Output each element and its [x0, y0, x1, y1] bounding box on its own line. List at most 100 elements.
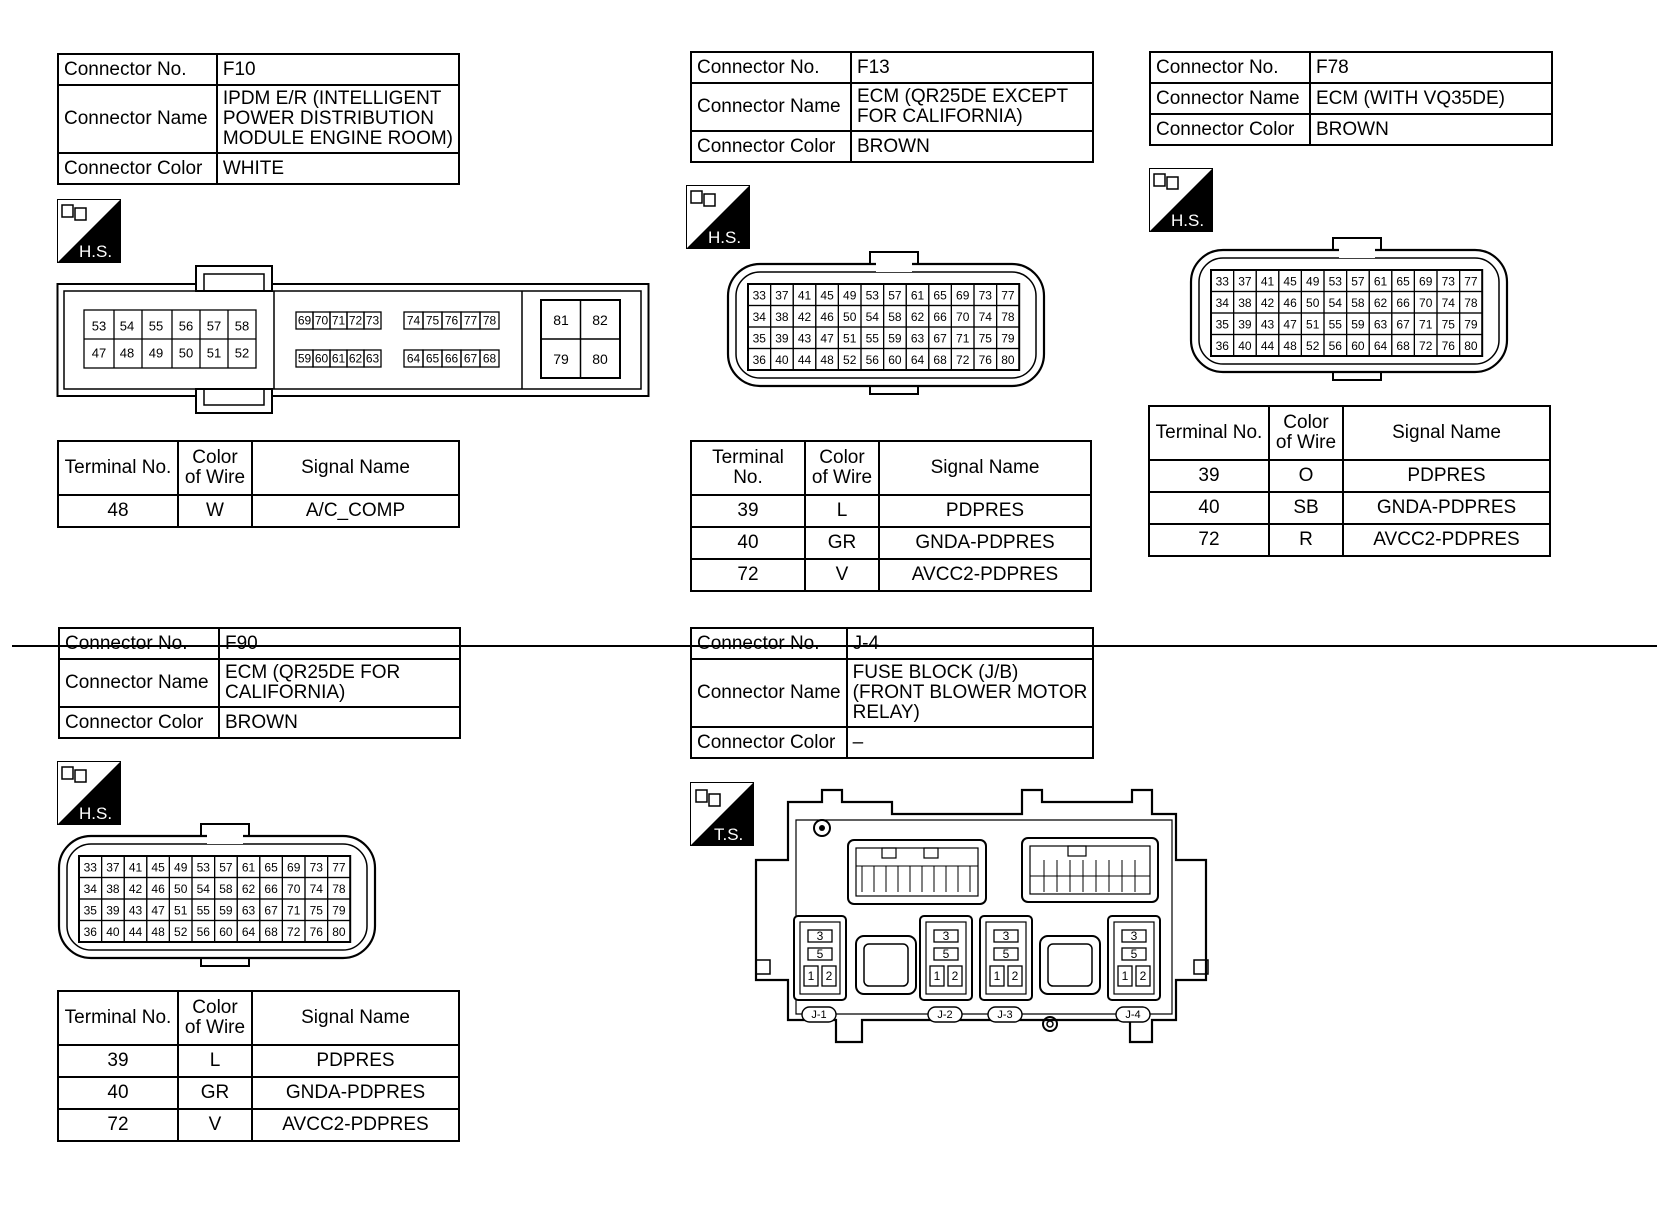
pin-number: 79 [1001, 331, 1015, 345]
pin-number: 73 [979, 288, 993, 302]
pin-number: 41 [798, 288, 812, 302]
pin-number: 42 [1261, 296, 1275, 310]
pin-number: 37 [775, 288, 789, 302]
pin-number: 50 [843, 310, 857, 324]
connector-no-label: Connector No. [1149, 51, 1311, 84]
pin-number: 69 [287, 860, 301, 874]
pin-number: 36 [1216, 339, 1230, 353]
pin-number: 74 [407, 314, 421, 328]
pin-number: 53 [866, 288, 880, 302]
pin-number: 76 [310, 925, 324, 939]
pin-number: 74 [310, 882, 324, 896]
relay-label-oval [1115, 1006, 1151, 1023]
connector-no-value: J-4 [845, 627, 1095, 660]
pin-number: 45 [1283, 274, 1297, 288]
pin-number: 47 [92, 346, 106, 361]
pin-number: 58 [888, 310, 902, 324]
relay-socket [919, 915, 973, 1001]
relay-label-oval [801, 1006, 837, 1023]
pin-number: 61 [911, 288, 925, 302]
pin-number: 3 [943, 929, 950, 943]
connector-color-value: BROWN [850, 130, 1094, 163]
pin-number: 41 [1261, 274, 1275, 288]
pin-number: 66 [933, 310, 947, 324]
pin-number: 80 [332, 925, 346, 939]
pin-number: 48 [120, 346, 134, 361]
pin-number: 63 [911, 331, 925, 345]
pin-number: 3 [1003, 929, 1010, 943]
pin-number: 46 [820, 310, 834, 324]
pin-number: 65 [1396, 274, 1410, 288]
pin-number: 43 [798, 331, 812, 345]
relay-socket [1107, 915, 1161, 1001]
pin-number: 69 [298, 314, 312, 328]
pin-number: 76 [1442, 339, 1456, 353]
pin-number: 52 [843, 353, 857, 367]
pin-number: 1 [994, 969, 1001, 983]
pin-number: 64 [1374, 339, 1388, 353]
pin-number: 57 [1351, 274, 1365, 288]
pin-number: 51 [843, 331, 857, 345]
pin-number: 37 [1238, 274, 1252, 288]
pin-number: 3 [1131, 929, 1138, 943]
pin-number: 52 [235, 346, 249, 361]
svg-text:H.S.: H.S. [79, 804, 112, 823]
pin-number: 54 [1329, 296, 1343, 310]
pin-number: 64 [911, 353, 925, 367]
pin-number: 66 [264, 882, 278, 896]
pin-number: 58 [1351, 296, 1365, 310]
pin-number: 47 [820, 331, 834, 345]
pin-number: 64 [407, 352, 421, 366]
connector-name-label: Connector Name [57, 84, 218, 154]
connector-color-value: WHITE [215, 152, 461, 185]
pin-number: 59 [219, 903, 233, 917]
connector-no-value: F13 [850, 51, 1094, 84]
pin-number: 72 [287, 925, 301, 939]
pin-number: 63 [1374, 317, 1388, 331]
pin-number: 50 [174, 882, 188, 896]
pin-number: 45 [820, 288, 834, 302]
pin-number: 67 [264, 903, 278, 917]
pin-number: 55 [149, 319, 163, 334]
pin-number: 1 [934, 969, 941, 983]
connector-name-label: Connector Name [58, 658, 220, 708]
pin-number: 77 [464, 314, 478, 328]
pin-number: 61 [1374, 274, 1388, 288]
pin-number: 77 [1464, 274, 1478, 288]
pin-number: 49 [1306, 274, 1320, 288]
pin-number: 55 [197, 903, 211, 917]
connector-no-label: Connector No. [690, 627, 848, 660]
svg-text:H.S.: H.S. [1171, 211, 1204, 230]
pin-number: 76 [445, 314, 459, 328]
connector-color-value: BROWN [218, 706, 461, 739]
connector-no-value: F90 [218, 627, 461, 660]
pin-number: 64 [242, 925, 256, 939]
pin-number: 68 [933, 353, 947, 367]
pin-number: 43 [1261, 317, 1275, 331]
pin-number: 60 [219, 925, 233, 939]
pin-number: 49 [149, 346, 163, 361]
pin-number: 73 [1442, 274, 1456, 288]
pin-number: 77 [332, 860, 346, 874]
svg-text:H.S.: H.S. [708, 228, 741, 247]
pin-number: 35 [753, 331, 767, 345]
pin-number: 50 [1306, 296, 1320, 310]
pin-number: 76 [979, 353, 993, 367]
connector-color-label: Connector Color [690, 130, 852, 163]
pin-cell [479, 311, 500, 330]
pin-number: 55 [866, 331, 880, 345]
pin-number: 80 [1464, 339, 1478, 353]
pin-number: 33 [753, 288, 767, 302]
pin-number: 38 [106, 882, 120, 896]
